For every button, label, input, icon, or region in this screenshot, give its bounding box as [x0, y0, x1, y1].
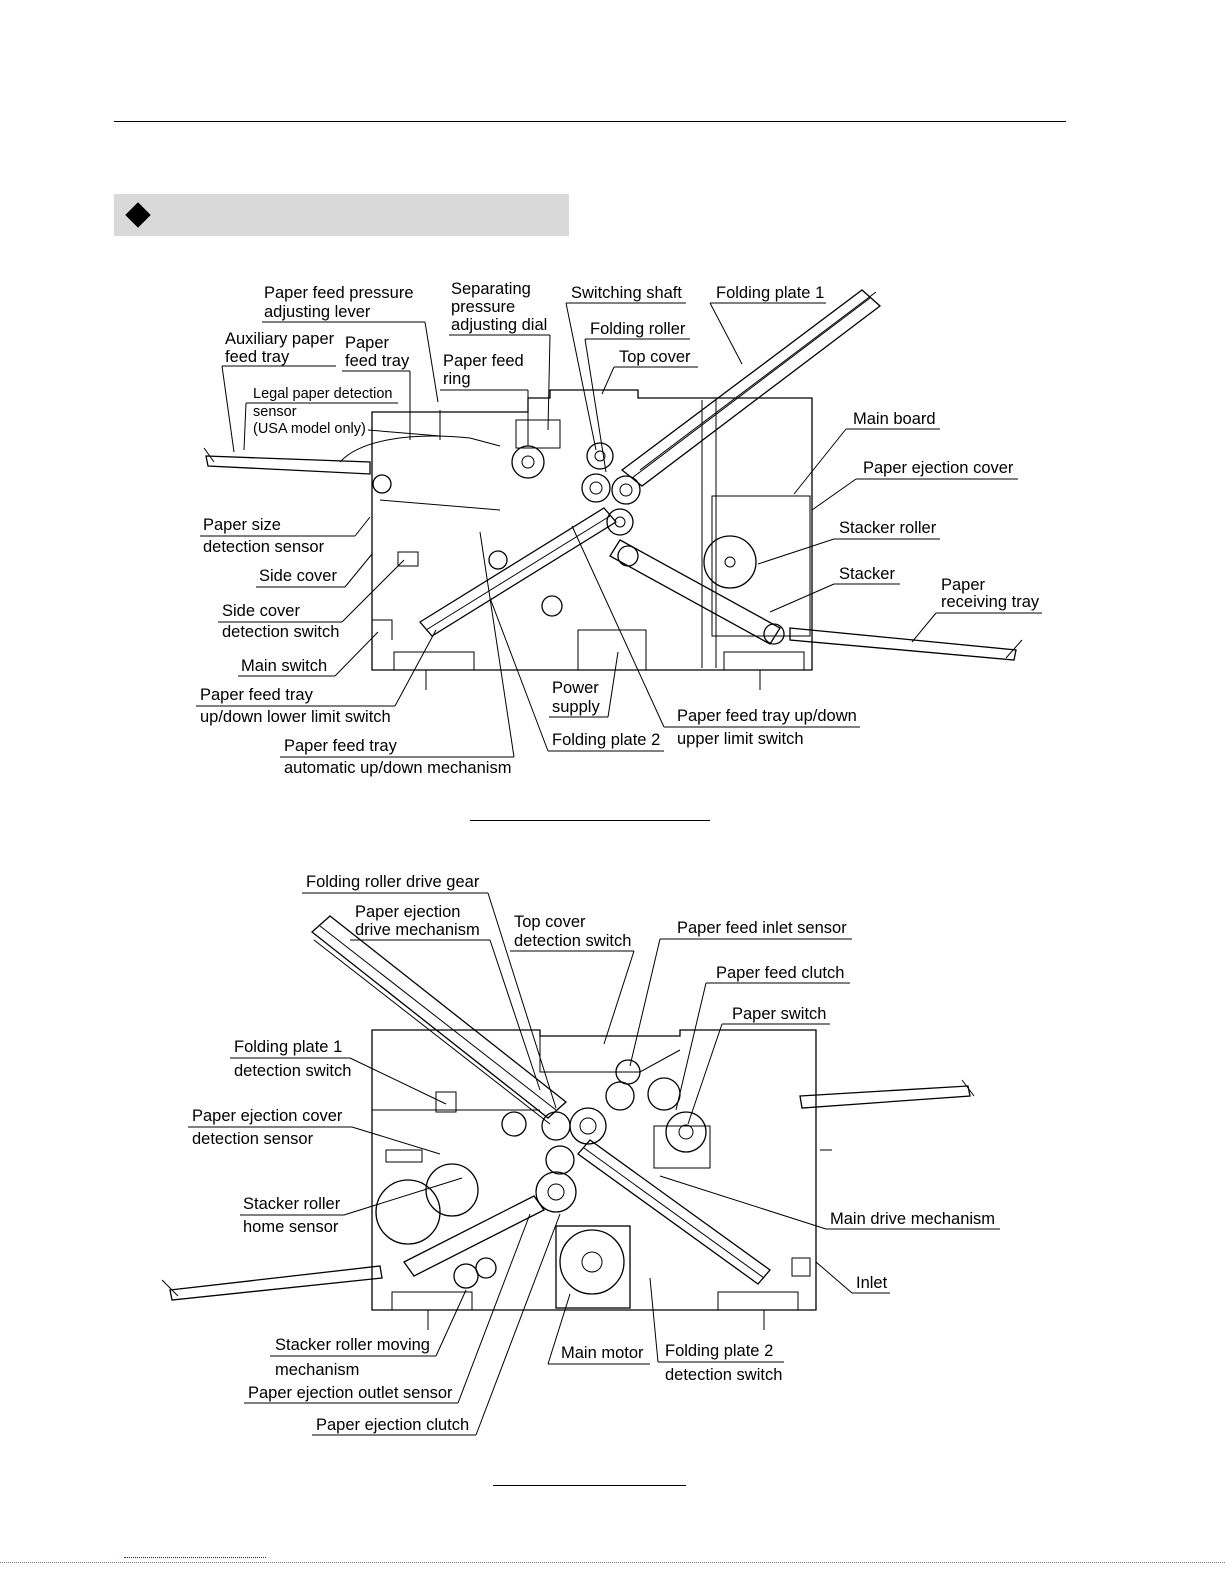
- label-top-cover-switch-line1: Top cover: [514, 913, 586, 931]
- label-paper-feed-pressure-line1: Paper feed pressure: [264, 284, 414, 302]
- label-folding-plate-1: Folding plate 1: [716, 284, 824, 302]
- label-legal-sensor-line2: sensor: [253, 404, 297, 420]
- bottom-caption-rule: [493, 1485, 686, 1486]
- label-main-drive: Main drive mechanism: [830, 1210, 995, 1228]
- label-stacker-moving-line1: Stacker roller moving: [275, 1336, 430, 1354]
- top-labels: Paper feed pressure adjusting lever Sepa…: [196, 280, 1042, 777]
- label-auxiliary-line2: feed tray: [225, 348, 290, 366]
- label-fp2-switch-line2: detection switch: [665, 1366, 782, 1384]
- label-power-supply-line1: Power: [552, 679, 599, 697]
- label-fp1-switch-line2: detection switch: [234, 1062, 351, 1080]
- label-ejection-drive-line1: Paper ejection: [355, 903, 461, 921]
- label-legal-sensor-line3: (USA model only): [253, 421, 366, 437]
- label-paper-switch: Paper switch: [732, 1005, 826, 1023]
- label-switching-shaft: Switching shaft: [571, 284, 682, 302]
- label-power-supply-line2: supply: [552, 698, 600, 716]
- label-paper-size-line2: detection sensor: [203, 538, 325, 556]
- label-ejection-cover-sensor-line2: detection sensor: [192, 1130, 314, 1148]
- label-stacker-home-line1: Stacker roller: [243, 1195, 341, 1213]
- label-paper-feed-tray-line2: feed tray: [345, 352, 410, 370]
- label-paper-feed-ring-line2: ring: [443, 370, 471, 388]
- label-separating-line2: pressure: [451, 298, 515, 316]
- label-fp2-switch-line1: Folding plate 2: [665, 1342, 773, 1360]
- label-auto-updown-line1: Paper feed tray: [284, 737, 398, 755]
- bottom-labels: Folding roller drive gear Paper ejection…: [188, 873, 1000, 1436]
- label-feed-clutch: Paper feed clutch: [716, 964, 844, 982]
- label-paper-feed-pressure-line2: adjusting lever: [264, 303, 371, 321]
- label-lower-limit-line1: Paper feed tray: [200, 686, 314, 704]
- label-fp1-switch-line1: Folding plate 1: [234, 1038, 342, 1056]
- label-separating-line1: Separating: [451, 280, 531, 298]
- label-upper-limit-line2: upper limit switch: [677, 730, 804, 748]
- top-caption-rule: [470, 820, 710, 821]
- label-feed-inlet-sensor: Paper feed inlet sensor: [677, 919, 847, 937]
- label-inlet: Inlet: [856, 1274, 888, 1292]
- top-machine-drawing: [203, 289, 1023, 690]
- label-lower-limit-line2: up/down lower limit switch: [200, 708, 391, 726]
- label-main-switch: Main switch: [241, 657, 327, 675]
- label-auto-updown-line2: automatic up/down mechanism: [284, 759, 511, 777]
- label-auxiliary-line1: Auxiliary paper: [225, 330, 335, 348]
- label-top-cover: Top cover: [619, 348, 691, 366]
- label-side-cover: Side cover: [259, 567, 337, 585]
- label-ejection-cover-sensor-line1: Paper ejection cover: [192, 1107, 343, 1125]
- label-separating-line3: adjusting dial: [451, 316, 547, 334]
- label-stacker-moving-line2: mechanism: [275, 1361, 359, 1379]
- label-paper-size-line1: Paper size: [203, 516, 281, 534]
- section-heading-bar: [114, 194, 569, 236]
- label-folding-plate-2: Folding plate 2: [552, 731, 660, 749]
- label-ejection-drive-line2: drive mechanism: [355, 921, 480, 939]
- label-side-cover-switch-line2: detection switch: [222, 623, 339, 641]
- label-paper-feed-tray-line1: Paper: [345, 334, 390, 352]
- label-top-cover-switch-line2: detection switch: [514, 932, 631, 950]
- label-main-board: Main board: [853, 410, 936, 428]
- label-stacker-roller: Stacker roller: [839, 519, 937, 537]
- bottom-machine-drawing: [161, 915, 975, 1330]
- label-main-motor: Main motor: [561, 1344, 644, 1362]
- label-stacker-home-line2: home sensor: [243, 1218, 339, 1236]
- label-side-cover-switch-line1: Side cover: [222, 602, 300, 620]
- label-ejection-clutch: Paper ejection clutch: [316, 1416, 469, 1434]
- header-rule: [114, 121, 1066, 122]
- label-receiving-line1: Paper: [941, 576, 986, 594]
- footer-link-rule: [124, 1557, 266, 1559]
- footer-dotted-rule: [0, 1562, 1225, 1564]
- label-receiving-line2: receiving tray: [941, 593, 1040, 611]
- label-folding-roller: Folding roller: [590, 320, 686, 338]
- label-ejection-outlet-sensor: Paper ejection outlet sensor: [248, 1384, 453, 1402]
- label-stacker: Stacker: [839, 565, 895, 583]
- label-upper-limit-line1: Paper feed tray up/down: [677, 707, 857, 725]
- label-folding-roller-drive-gear: Folding roller drive gear: [306, 873, 480, 891]
- label-paper-ejection-cover: Paper ejection cover: [863, 459, 1014, 477]
- label-paper-feed-ring-line1: Paper feed: [443, 352, 524, 370]
- label-legal-sensor-line1: Legal paper detection: [253, 386, 392, 402]
